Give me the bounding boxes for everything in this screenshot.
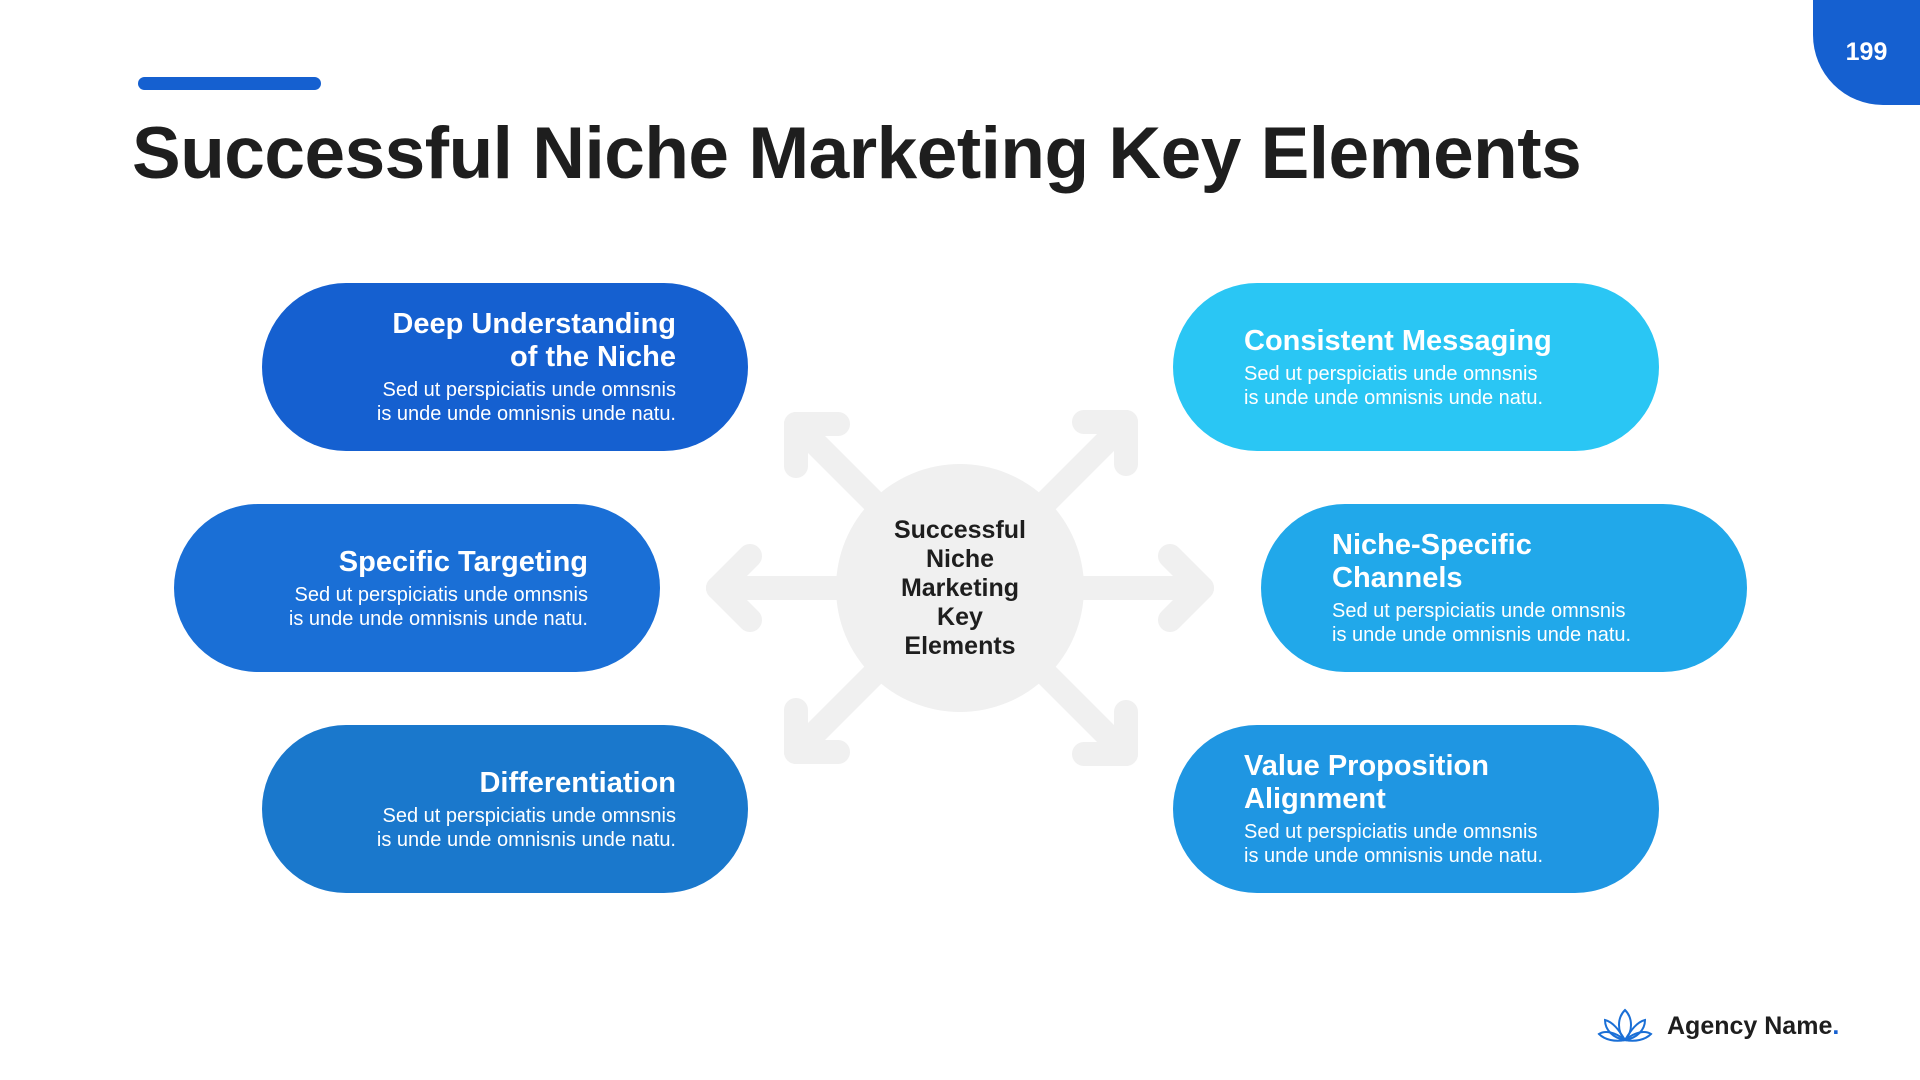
title-accent-bar — [138, 77, 321, 90]
agency-name: Agency Name. — [1667, 1012, 1839, 1041]
page-title: Successful Niche Marketing Key Elements — [132, 113, 1582, 194]
lotus-icon — [1597, 1008, 1653, 1042]
element-body: Sed ut perspiciatis unde omnsnis is unde… — [1244, 362, 1544, 409]
arrow-down-left-head — [784, 698, 850, 764]
element-specific-targeting: Specific Targeting Sed ut perspiciatis u… — [174, 504, 660, 672]
hub-circle — [836, 464, 1084, 712]
element-deep-understanding: Deep Understanding of the Niche Sed ut p… — [262, 283, 748, 451]
element-differentiation: Differentiation Sed ut perspiciatis unde… — [262, 725, 748, 893]
element-body: Sed ut perspiciatis unde omnsnis is unde… — [376, 379, 676, 425]
element-title: Differentiation — [479, 766, 676, 799]
arrow-right-head — [1158, 544, 1214, 632]
element-body: Sed ut perspiciatis unde omnsnis is unde… — [1332, 600, 1632, 646]
element-body: Sed ut perspiciatis unde omnsnis is unde… — [1244, 821, 1544, 867]
hub-label: Successful Niche Marketing Key Elements — [893, 515, 1026, 660]
element-title: Deep Understanding of the Niche — [392, 308, 676, 373]
element-body: Sed ut perspiciatis unde omnsnis is unde… — [288, 583, 588, 630]
agency-logo: Agency Name. — [1597, 1008, 1839, 1044]
element-title: Niche-Specific Channels — [1332, 529, 1532, 594]
element-title: Consistent Messaging — [1244, 324, 1552, 357]
page-number: 199 — [1845, 38, 1888, 66]
element-niche-specific-channels: Niche-Specific Channels Sed ut perspicia… — [1261, 504, 1747, 672]
arrow-left-head — [706, 544, 762, 632]
agency-name-dot: . — [1832, 1011, 1840, 1040]
arrow-up-right-head — [1072, 410, 1138, 476]
agency-name-text: Agency Name — [1667, 1011, 1833, 1040]
element-consistent-messaging: Consistent Messaging Sed ut perspiciatis… — [1173, 283, 1659, 451]
element-value-proposition: Value Proposition Alignment Sed ut persp… — [1173, 725, 1659, 893]
element-title: Specific Targeting — [338, 545, 588, 578]
element-body: Sed ut perspiciatis unde omnsnis is unde… — [376, 804, 676, 851]
arrow-up-left-head — [784, 412, 850, 478]
arrow-down-right-head — [1072, 700, 1138, 766]
element-title: Value Proposition Alignment — [1244, 750, 1489, 815]
